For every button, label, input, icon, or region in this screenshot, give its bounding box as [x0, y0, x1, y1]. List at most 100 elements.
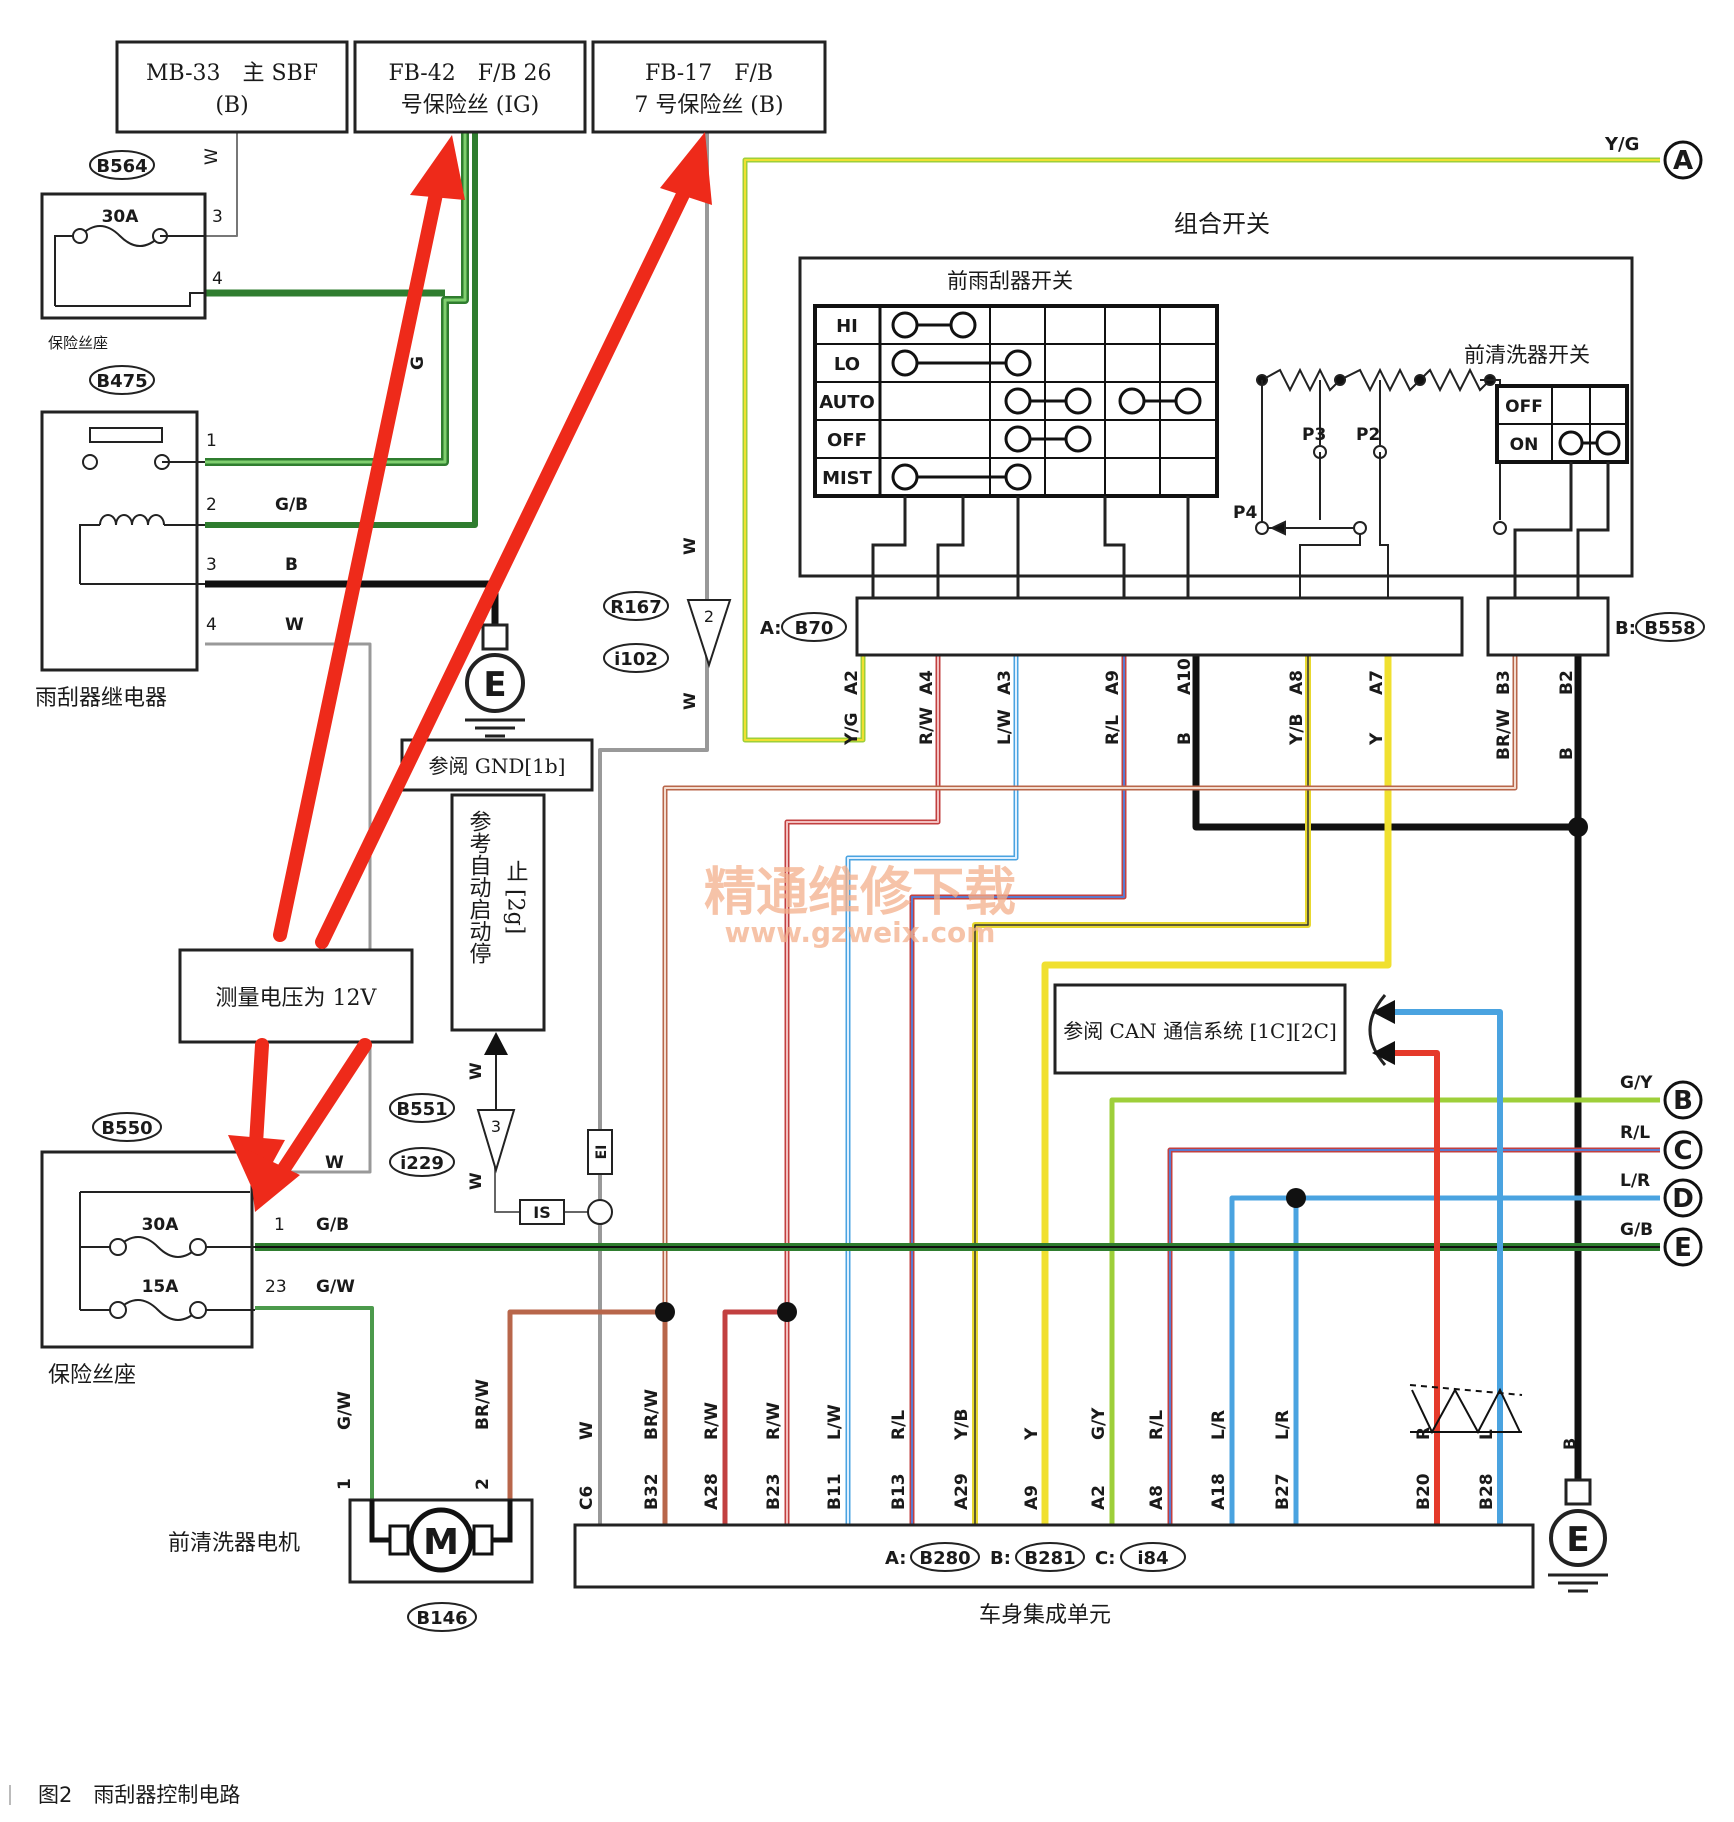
b550-wire-gw: G/W: [316, 1277, 355, 1297]
ground-e-relay: E: [483, 665, 506, 705]
gnd-ref-text: 参阅 GND[1b]: [428, 754, 565, 778]
bcm-wire-b13: R/L: [889, 1410, 909, 1440]
bcm-pin-c6: C6: [577, 1486, 597, 1510]
offpage-connectors: ABG/YCR/LDL/REG/B: [1620, 140, 1703, 1267]
bcm-pin-a28: A28: [702, 1473, 722, 1510]
offpage-circle-d: [1663, 1178, 1703, 1218]
wire-can-l: [1390, 1009, 1503, 1525]
bcm-wire-a18: L/R: [1209, 1410, 1229, 1440]
mb33-line2: (B): [215, 93, 248, 118]
relay-pin4: 4: [206, 615, 217, 635]
mb33-wire-w: W: [202, 148, 222, 165]
b550-tag: B550: [101, 1118, 152, 1139]
bcm-pin-b11: B11: [825, 1473, 845, 1510]
bcm-wire-a2: G/Y: [1089, 1407, 1109, 1440]
b564-pin4: 4: [212, 269, 223, 289]
offpage-circle-c: [1663, 1130, 1703, 1170]
wiper-switch-grid: HI LO AUTO OFF MIST: [813, 304, 1219, 598]
bcm-pin-a18: A18: [1209, 1473, 1229, 1510]
bcm-wire-b27: L/R: [1273, 1410, 1293, 1440]
b558-wire-b2: B: [1557, 747, 1577, 760]
motor-wire-2: BR/W: [473, 1379, 493, 1430]
measure-voltage-box: 测量电压为 12V: [178, 948, 414, 1044]
wire-label-g: G: [408, 356, 428, 370]
b70-wire-a9: R/L: [1103, 715, 1123, 745]
combination-switch: 组合开关 前雨刮器开关 前清洗器开关 HI LO AUTO OFF: [798, 210, 1634, 598]
b551-i229-tags: B551 i229 3 W W: [389, 1032, 516, 1190]
offpage-id-c: C: [1673, 1136, 1692, 1166]
offpage-id-b: B: [1673, 1086, 1693, 1116]
wires: [205, 132, 1660, 1525]
fuse-seat-label: 保险丝座: [48, 1363, 136, 1388]
red-arrowheads: [228, 132, 712, 1212]
front-wiper-switch-title: 前雨刮器开关: [947, 269, 1073, 293]
motor-pin-2: 2: [473, 1478, 493, 1490]
i229-wire-w: W: [466, 1172, 485, 1190]
bcm-wire-a8: R/L: [1147, 1410, 1167, 1440]
junction-lr: [1286, 1188, 1306, 1208]
wire-brw-b3-in: [664, 655, 1516, 1312]
offpage-wire-e: G/B: [1620, 1220, 1653, 1240]
auto-ref-box: 参考自动启动停 止 [2g]: [450, 793, 546, 1032]
bcm-pin-b27: B27: [1273, 1473, 1293, 1510]
connector-3-label: 3: [491, 1117, 501, 1136]
wire-rl-a9-in: [911, 655, 1125, 1525]
wire-b-a10: [1192, 655, 1578, 831]
relay-pin1: 1: [206, 431, 217, 451]
b550-wire-w: W: [325, 1153, 344, 1173]
b550-fuse-15a: 15A: [142, 1277, 180, 1297]
b550-pin1: 1: [274, 1215, 285, 1235]
b70-connector: A: B70: [760, 596, 1464, 657]
i102-wire-w: W: [680, 692, 699, 710]
bcm-pin-b32: B32: [642, 1473, 662, 1510]
intermittent-resistor: P3 P2 P4: [1233, 367, 1507, 598]
ei-label: EI: [594, 1145, 610, 1160]
b558-wire-b3: BR/W: [1494, 709, 1514, 760]
offpage-wire-b: G/Y: [1620, 1073, 1653, 1093]
ground-symbol-relay: E: [465, 623, 525, 738]
switch-row-lo: LO: [834, 354, 860, 375]
b558-pin-b2: B2: [1557, 670, 1577, 695]
fuse-seat-small-label: 保险丝座: [48, 334, 108, 352]
pot-p3: P3: [1302, 425, 1326, 445]
wire-lw-a3-in: [847, 655, 1017, 1525]
offpage-circle-e: [1663, 1227, 1703, 1267]
b564-fuse-30a: 30A: [102, 207, 140, 227]
fuse-box-fb17: FB-17 F/B 7 号保险丝 (B): [591, 40, 827, 134]
connector-2-label: 2: [704, 607, 714, 626]
wire-rw-b23: [722, 1309, 787, 1525]
combo-switch-title: 组合开关: [1174, 210, 1270, 238]
wire-fb42-gb: [205, 132, 478, 528]
bcm-wire-c6: W: [577, 1421, 597, 1440]
relay-label: 雨刮器继电器: [35, 686, 167, 711]
b475-tag: B475: [96, 371, 147, 392]
ground-symbol-bcm: B E: [1548, 1438, 1608, 1593]
bcm-pin-b23: B23: [764, 1473, 784, 1510]
front-washer-switch-title: 前清洗器开关: [1464, 343, 1590, 367]
is-label: IS: [533, 1203, 550, 1222]
junction-ground-b: [1568, 817, 1588, 837]
motor-wire-1: G/W: [335, 1391, 355, 1430]
b280-tag: B280: [919, 1548, 970, 1569]
fb17-line1: FB-17 F/B: [645, 61, 773, 86]
bcm-prefix-b: B:: [990, 1548, 1011, 1569]
b70-wire-a7: Y: [1367, 732, 1387, 746]
fb17-line2: 7 号保险丝 (B): [634, 93, 783, 118]
offpage-id-a: A: [1673, 146, 1693, 176]
bcm-prefix-a: A:: [885, 1548, 906, 1569]
relay-pin2: 2: [206, 495, 217, 515]
b475-wiper-relay: B475 1 2 G/B 3 B 4 W G 雨刮器继电器: [35, 356, 428, 711]
b281-tag: B281: [1024, 1548, 1075, 1569]
b70-tag: B70: [795, 618, 834, 639]
wire-rl-offpage-c-in: [1169, 1149, 1660, 1525]
bcm-pin-a8: A8: [1147, 1485, 1167, 1510]
switch-row-off: OFF: [827, 430, 867, 451]
bcm-pin-b13: B13: [889, 1473, 909, 1510]
watermark-line2: www.gzweix.com: [725, 916, 996, 949]
bcm-wire-b11: L/W: [825, 1404, 845, 1440]
measure-voltage-text: 测量电压为 12V: [216, 986, 378, 1011]
b70-wire-a4: R/W: [917, 707, 937, 745]
